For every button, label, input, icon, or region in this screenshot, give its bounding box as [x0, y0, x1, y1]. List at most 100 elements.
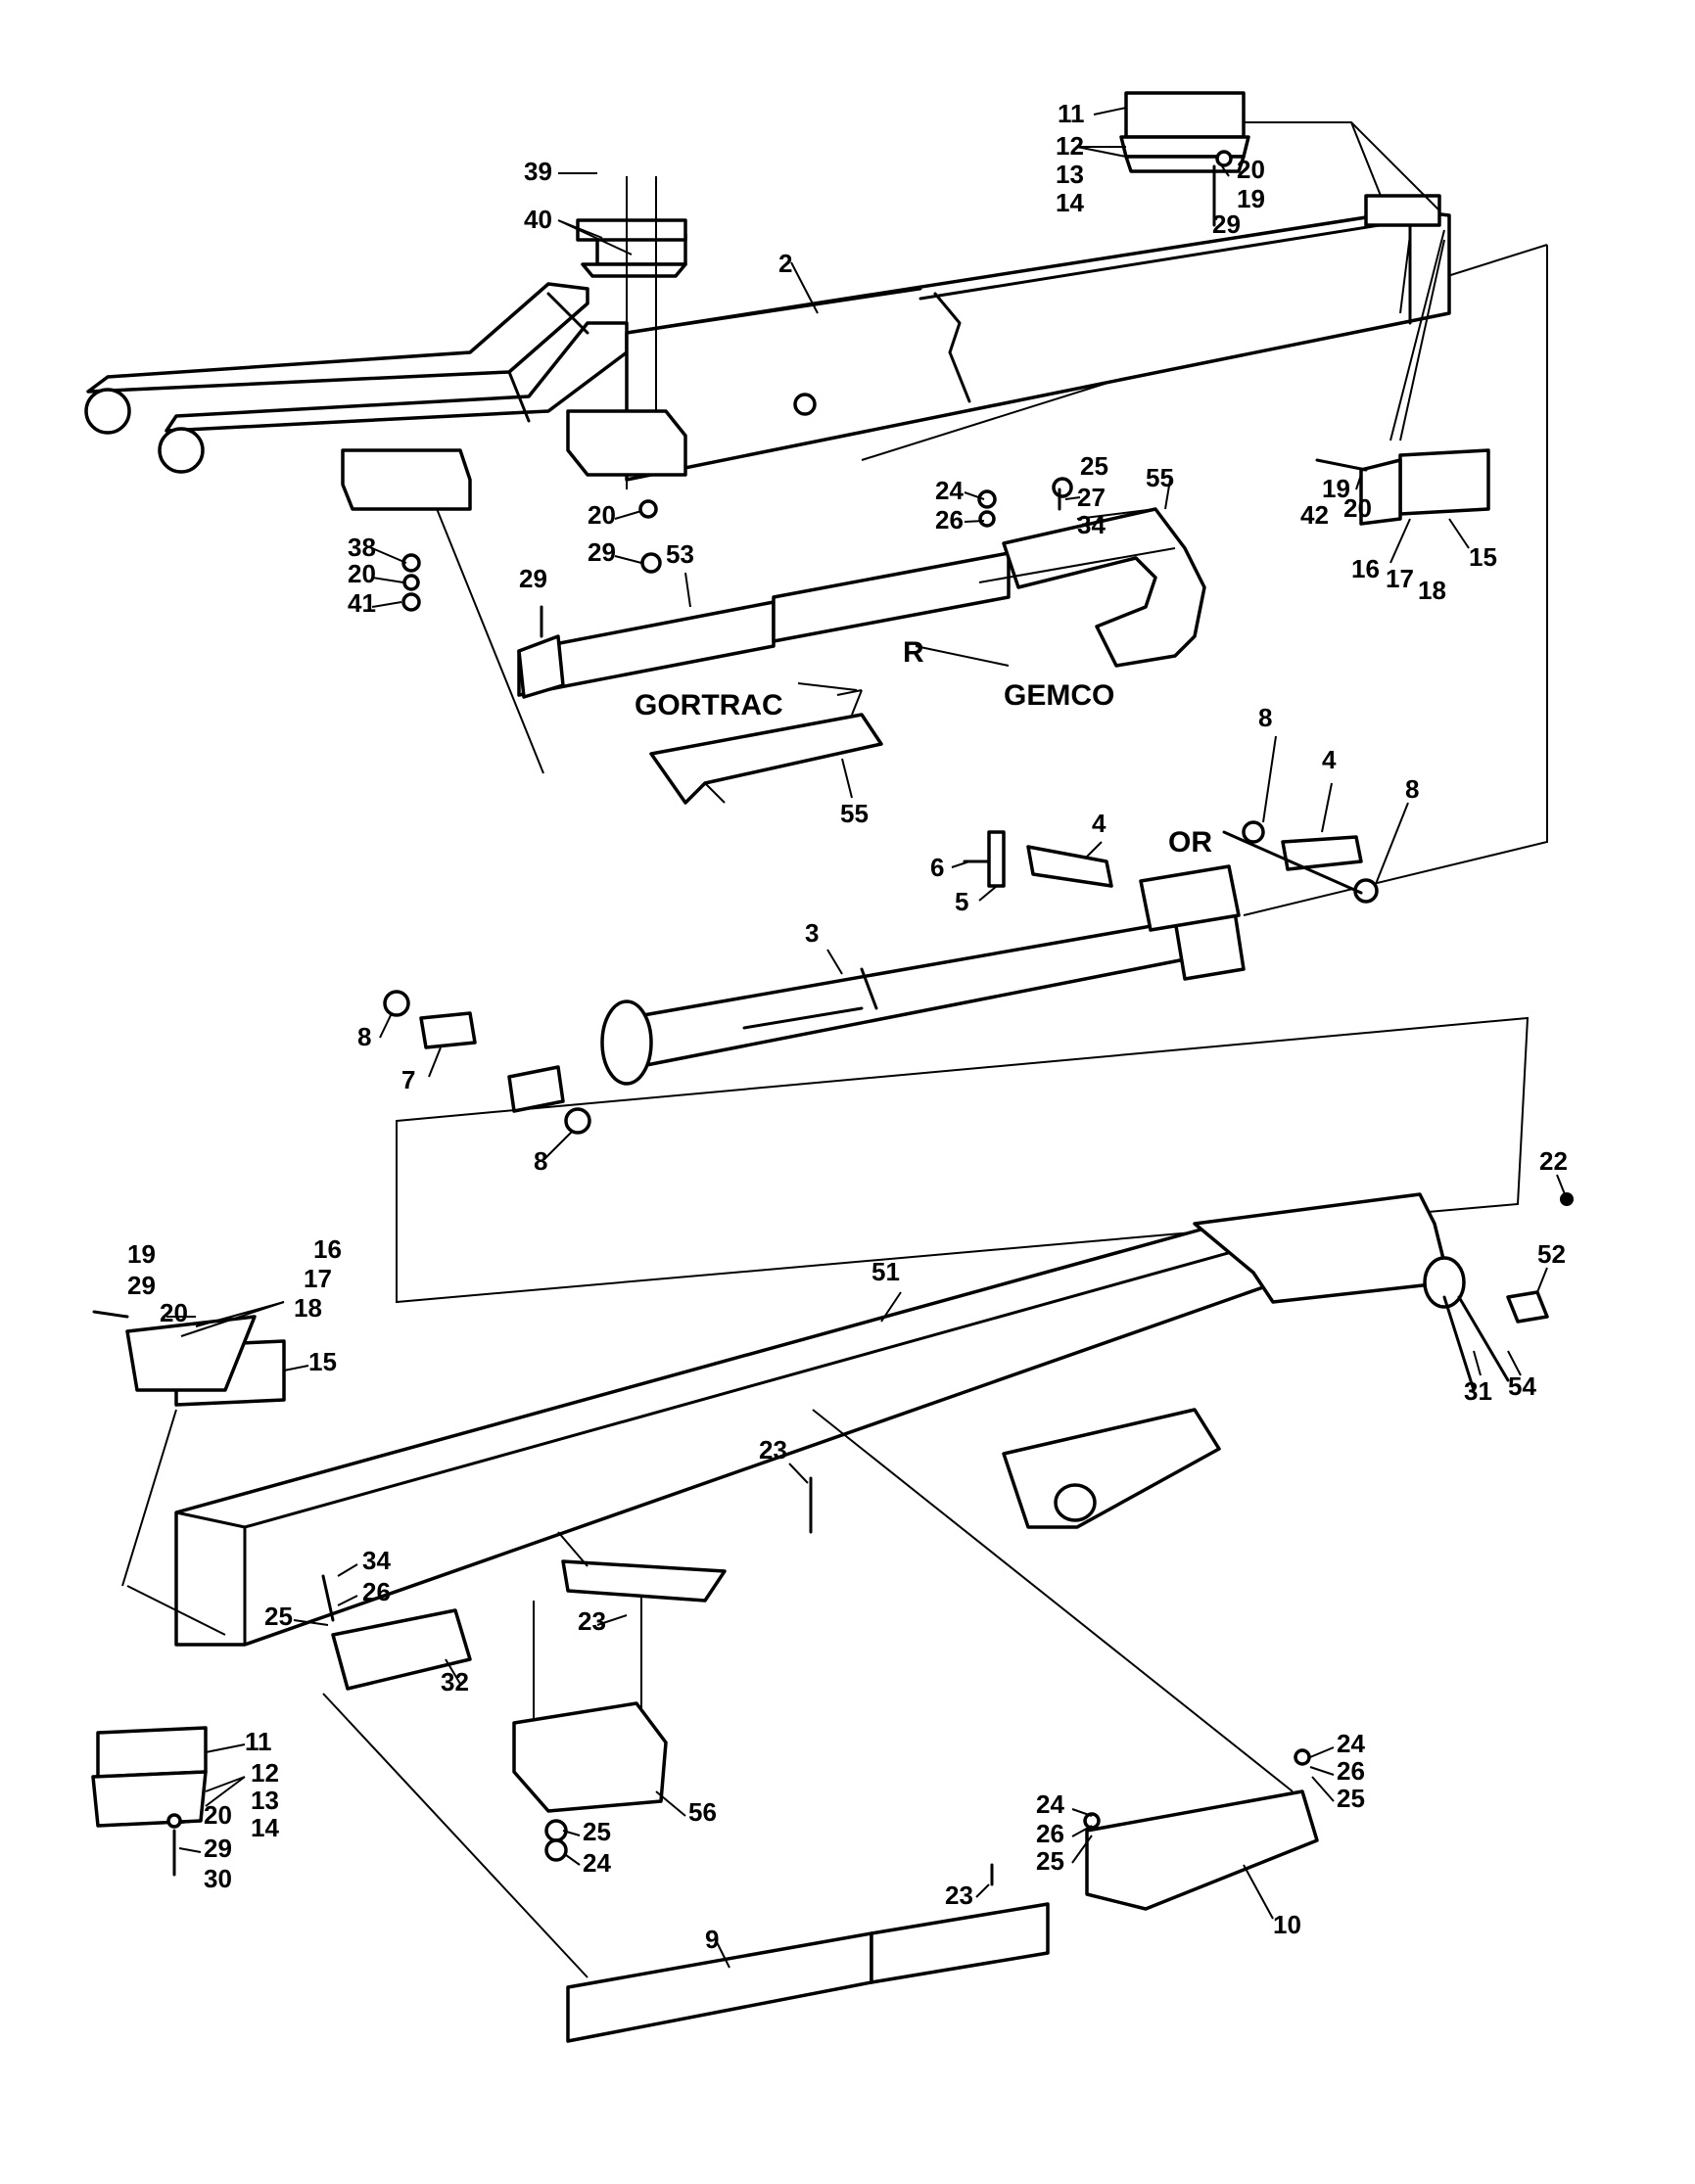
label-part-19: 19: [1237, 184, 1265, 213]
label-part-12: 12: [251, 1758, 279, 1788]
label-part-4: 4: [1322, 745, 1337, 774]
label-part-38: 38: [348, 533, 376, 562]
washer-8-a: [383, 990, 410, 1017]
washer-20-bottom: [166, 1813, 182, 1829]
bracket-lower: [341, 448, 472, 511]
gortrac-chain: [649, 713, 883, 805]
label-part-31: 31: [1464, 1376, 1492, 1406]
label-part-20: 20: [588, 500, 616, 530]
yoke-bushing-left: [84, 388, 131, 435]
label-part-24: 24: [1337, 1729, 1365, 1758]
label-part-14: 14: [1056, 188, 1084, 217]
cylinder-barrel-3: [625, 918, 1187, 1069]
washer-26: [978, 510, 996, 528]
bracket-56: [512, 1701, 668, 1813]
washer-25-right: [1083, 1812, 1101, 1830]
boom-lug: [1002, 1408, 1221, 1529]
label-part-19: 19: [127, 1239, 156, 1269]
label-part-30: 30: [204, 1864, 232, 1893]
energy-chain-55: [1002, 507, 1206, 668]
label-part-18: 18: [1418, 576, 1446, 605]
label-part-25: 25: [1080, 451, 1108, 481]
chain-32: [331, 1608, 472, 1691]
label-part-13: 13: [1056, 160, 1084, 189]
label-part-13: 13: [251, 1786, 279, 1815]
label-part-11: 11: [1058, 99, 1085, 128]
track-end: [517, 634, 565, 699]
shim-16-top: [1359, 458, 1402, 526]
label-part-16: 16: [1351, 554, 1380, 583]
label-part-29: 29: [127, 1271, 156, 1300]
boom-yoke-arm-lower: [165, 321, 629, 433]
label-part-23: 23: [945, 1881, 973, 1910]
label-part-15: 15: [308, 1347, 337, 1376]
label-part-34: 34: [362, 1546, 391, 1575]
label-part-24: 24: [583, 1848, 611, 1878]
retainer-5: [987, 830, 1006, 888]
label-part-5: 5: [955, 887, 968, 916]
label-part-10: 10: [1273, 1910, 1301, 1939]
label-part-2: 2: [778, 249, 792, 278]
part-labels: 11 12 13 14 20 19 29 39 40 2 25 27 34 55…: [127, 99, 1568, 1954]
label-part-40: 40: [524, 205, 552, 234]
wear-pad-15-top: [1398, 448, 1490, 516]
washer-8-b: [564, 1107, 591, 1135]
washer-20-left: [402, 574, 420, 591]
label-part-15: 15: [1469, 542, 1497, 572]
label-part-26: 26: [1036, 1819, 1064, 1848]
label-part-41: 41: [348, 588, 376, 618]
bolt-29-mid: [640, 552, 662, 574]
label-part-23: 23: [578, 1606, 606, 1636]
bracket-upper: [566, 409, 687, 477]
upper-boom-assembly: [84, 91, 1548, 916]
label-part-25: 25: [1337, 1784, 1365, 1813]
label-part-26: 26: [1337, 1756, 1365, 1786]
label-callout-r: R: [903, 636, 924, 669]
label-part-8: 8: [1258, 703, 1272, 732]
label-part-26: 26: [362, 1577, 391, 1606]
label-part-20: 20: [160, 1298, 188, 1327]
cylinder-block-top: [1139, 864, 1241, 932]
washer-38: [401, 553, 421, 573]
label-part-3: 3: [805, 918, 819, 948]
label-part-29: 29: [1212, 209, 1241, 239]
slide-23: [561, 1559, 727, 1603]
label-callout-gemco: GEMCO: [1004, 679, 1114, 712]
cylinder-end: [600, 999, 653, 1086]
label-part-20: 20: [1237, 155, 1265, 184]
label-part-27: 27: [1077, 483, 1106, 512]
nut-24-lower: [544, 1838, 568, 1862]
washer-8-c: [1242, 820, 1265, 844]
label-part-18: 18: [294, 1293, 322, 1323]
wear-pad-11-top: [1124, 91, 1246, 139]
label-part-16: 16: [313, 1234, 342, 1264]
boom-hole: [793, 393, 817, 416]
bolt-19-lower: [92, 1310, 129, 1319]
nut-24: [977, 489, 997, 509]
label-part-9: 9: [705, 1925, 719, 1954]
label-part-20: 20: [1343, 493, 1372, 523]
label-part-17: 17: [304, 1264, 332, 1293]
label-part-29: 29: [588, 537, 616, 567]
label-callout-gortrac: GORTRAC: [635, 689, 783, 721]
label-part-22: 22: [1539, 1146, 1568, 1176]
pin-7-sleeve: [507, 1065, 565, 1113]
lug-bushing: [1054, 1483, 1097, 1522]
label-part-14: 14: [251, 1813, 279, 1842]
label-part-53: 53: [666, 539, 694, 569]
pad-39-top: [576, 218, 687, 242]
label-part-29: 29: [519, 564, 547, 593]
label-part-25: 25: [583, 1817, 611, 1846]
label-part-34: 34: [1077, 510, 1106, 539]
tube-10: [1085, 1789, 1319, 1911]
washer-25-top: [1052, 477, 1073, 498]
label-part-11: 11: [245, 1727, 272, 1756]
cable-track-53-rear: [772, 551, 1011, 643]
label-part-55: 55: [840, 799, 869, 828]
bolt-19-side: [1315, 458, 1368, 472]
grease-fitting-22: [1560, 1192, 1574, 1206]
fitting-52: [1506, 1290, 1549, 1324]
label-part-52: 52: [1537, 1239, 1566, 1269]
boom-yoke-arm: [86, 282, 589, 394]
